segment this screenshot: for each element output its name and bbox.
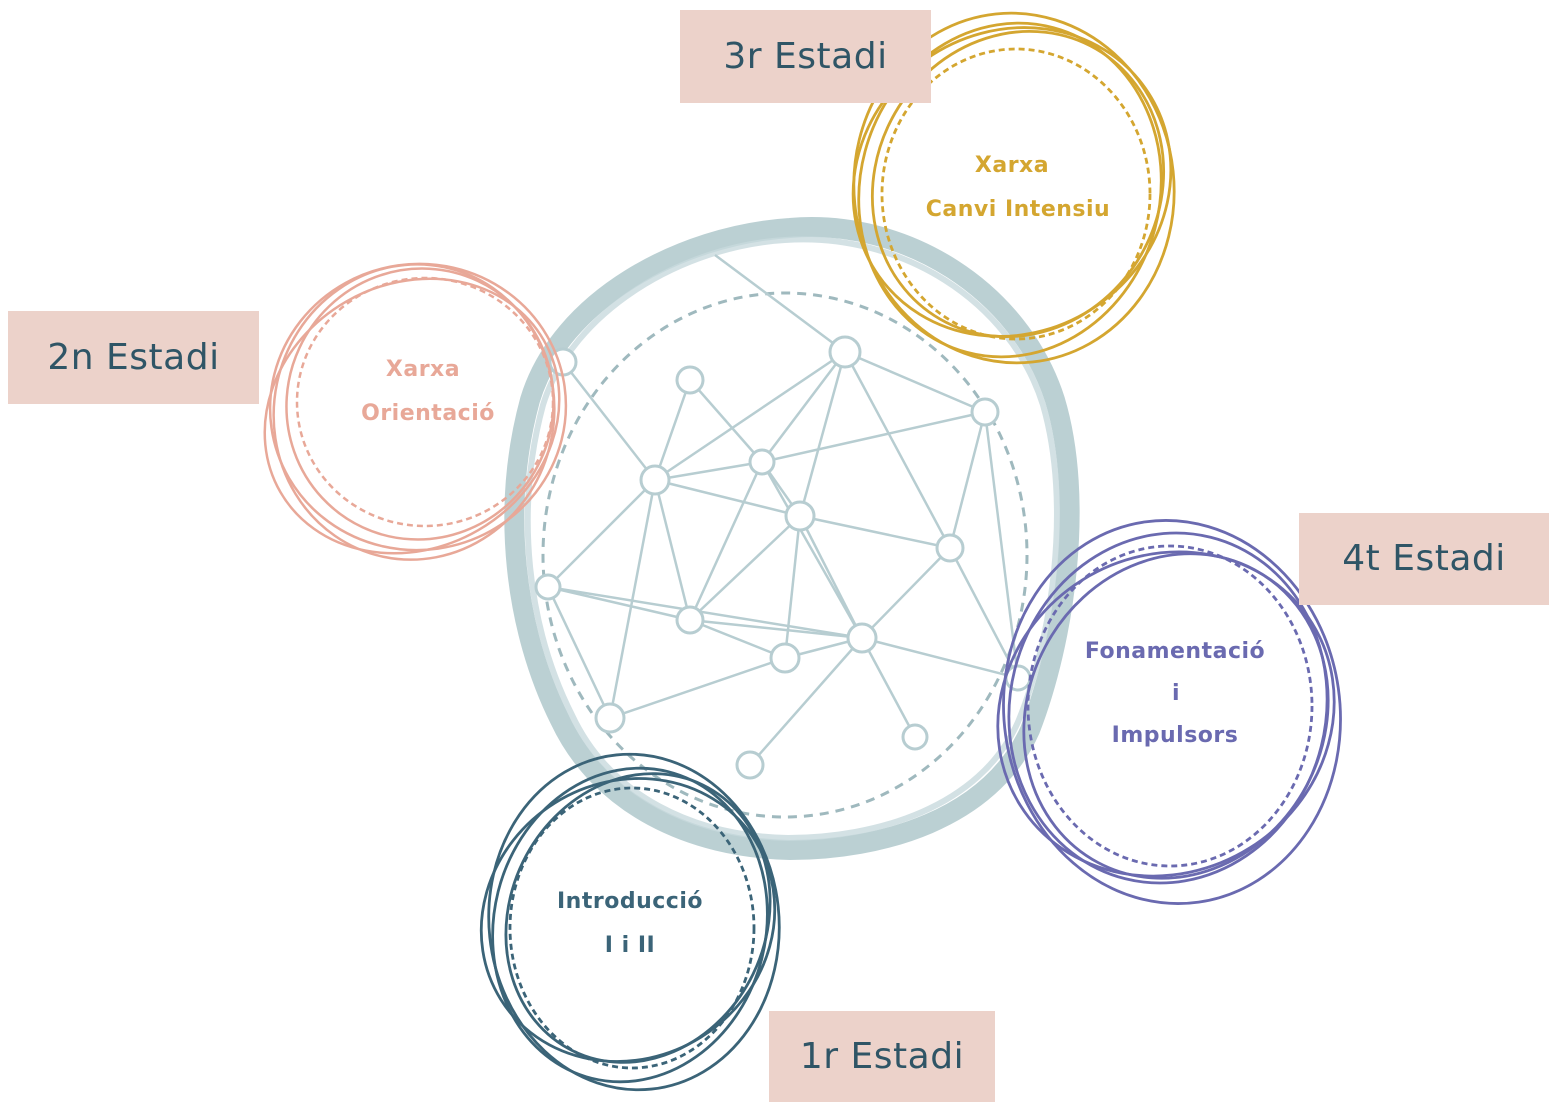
ring-stage-1-line-1: Introducció (557, 889, 703, 914)
stage-label-4: 4t Estadi (1299, 513, 1549, 605)
ring-stage-4-line-1: Fonamentació (1085, 639, 1265, 664)
stage-label-1: 1r Estadi (769, 1011, 995, 1102)
ring-text-stage-4: Fonamentació i Impulsors (1085, 639, 1265, 748)
stage-label-3-text: 3r Estadi (723, 35, 888, 77)
ring-stage-3-line-2: Canvi Intensiu (926, 197, 1110, 222)
network-outer-ring-rough (524, 236, 1060, 842)
ring-stage-1-line-2: I i II (605, 933, 655, 958)
ring-text-stage-3: Xarxa Canvi Intensiu (926, 153, 1110, 222)
network-dashed-ring (541, 291, 1029, 819)
ring-stage-3-line-1: Xarxa (975, 153, 1049, 178)
ring-stage-2-line-1: Xarxa (386, 357, 460, 382)
ring-stage-2 (263, 262, 568, 561)
ring-stage-3 (851, 11, 1176, 365)
stage-label-4-text: 4t Estadi (1342, 538, 1506, 579)
ring-stage-1 (479, 752, 781, 1092)
stage-label-3: 3r Estadi (680, 10, 931, 103)
network-graph-icon (504, 217, 1080, 860)
stage-label-1-text: 1r Estadi (799, 1035, 965, 1077)
ring-stage-4-line-2: i (1172, 681, 1180, 706)
stage-label-2: 2n Estadi (8, 311, 259, 404)
ring-stage-4-line-3: Impulsors (1112, 723, 1239, 748)
network-outer-ring (504, 217, 1080, 860)
ring-text-stage-1: Introducció I i II (557, 889, 703, 958)
network-nodes (534, 335, 1032, 780)
ring-stage-4 (996, 519, 1342, 905)
stage-label-2-text: 2n Estadi (47, 336, 220, 378)
network-edges (546, 253, 1020, 766)
ring-text-stage-2: Xarxa Orientació (361, 357, 495, 426)
ring-stage-2-line-2: Orientació (361, 401, 495, 426)
